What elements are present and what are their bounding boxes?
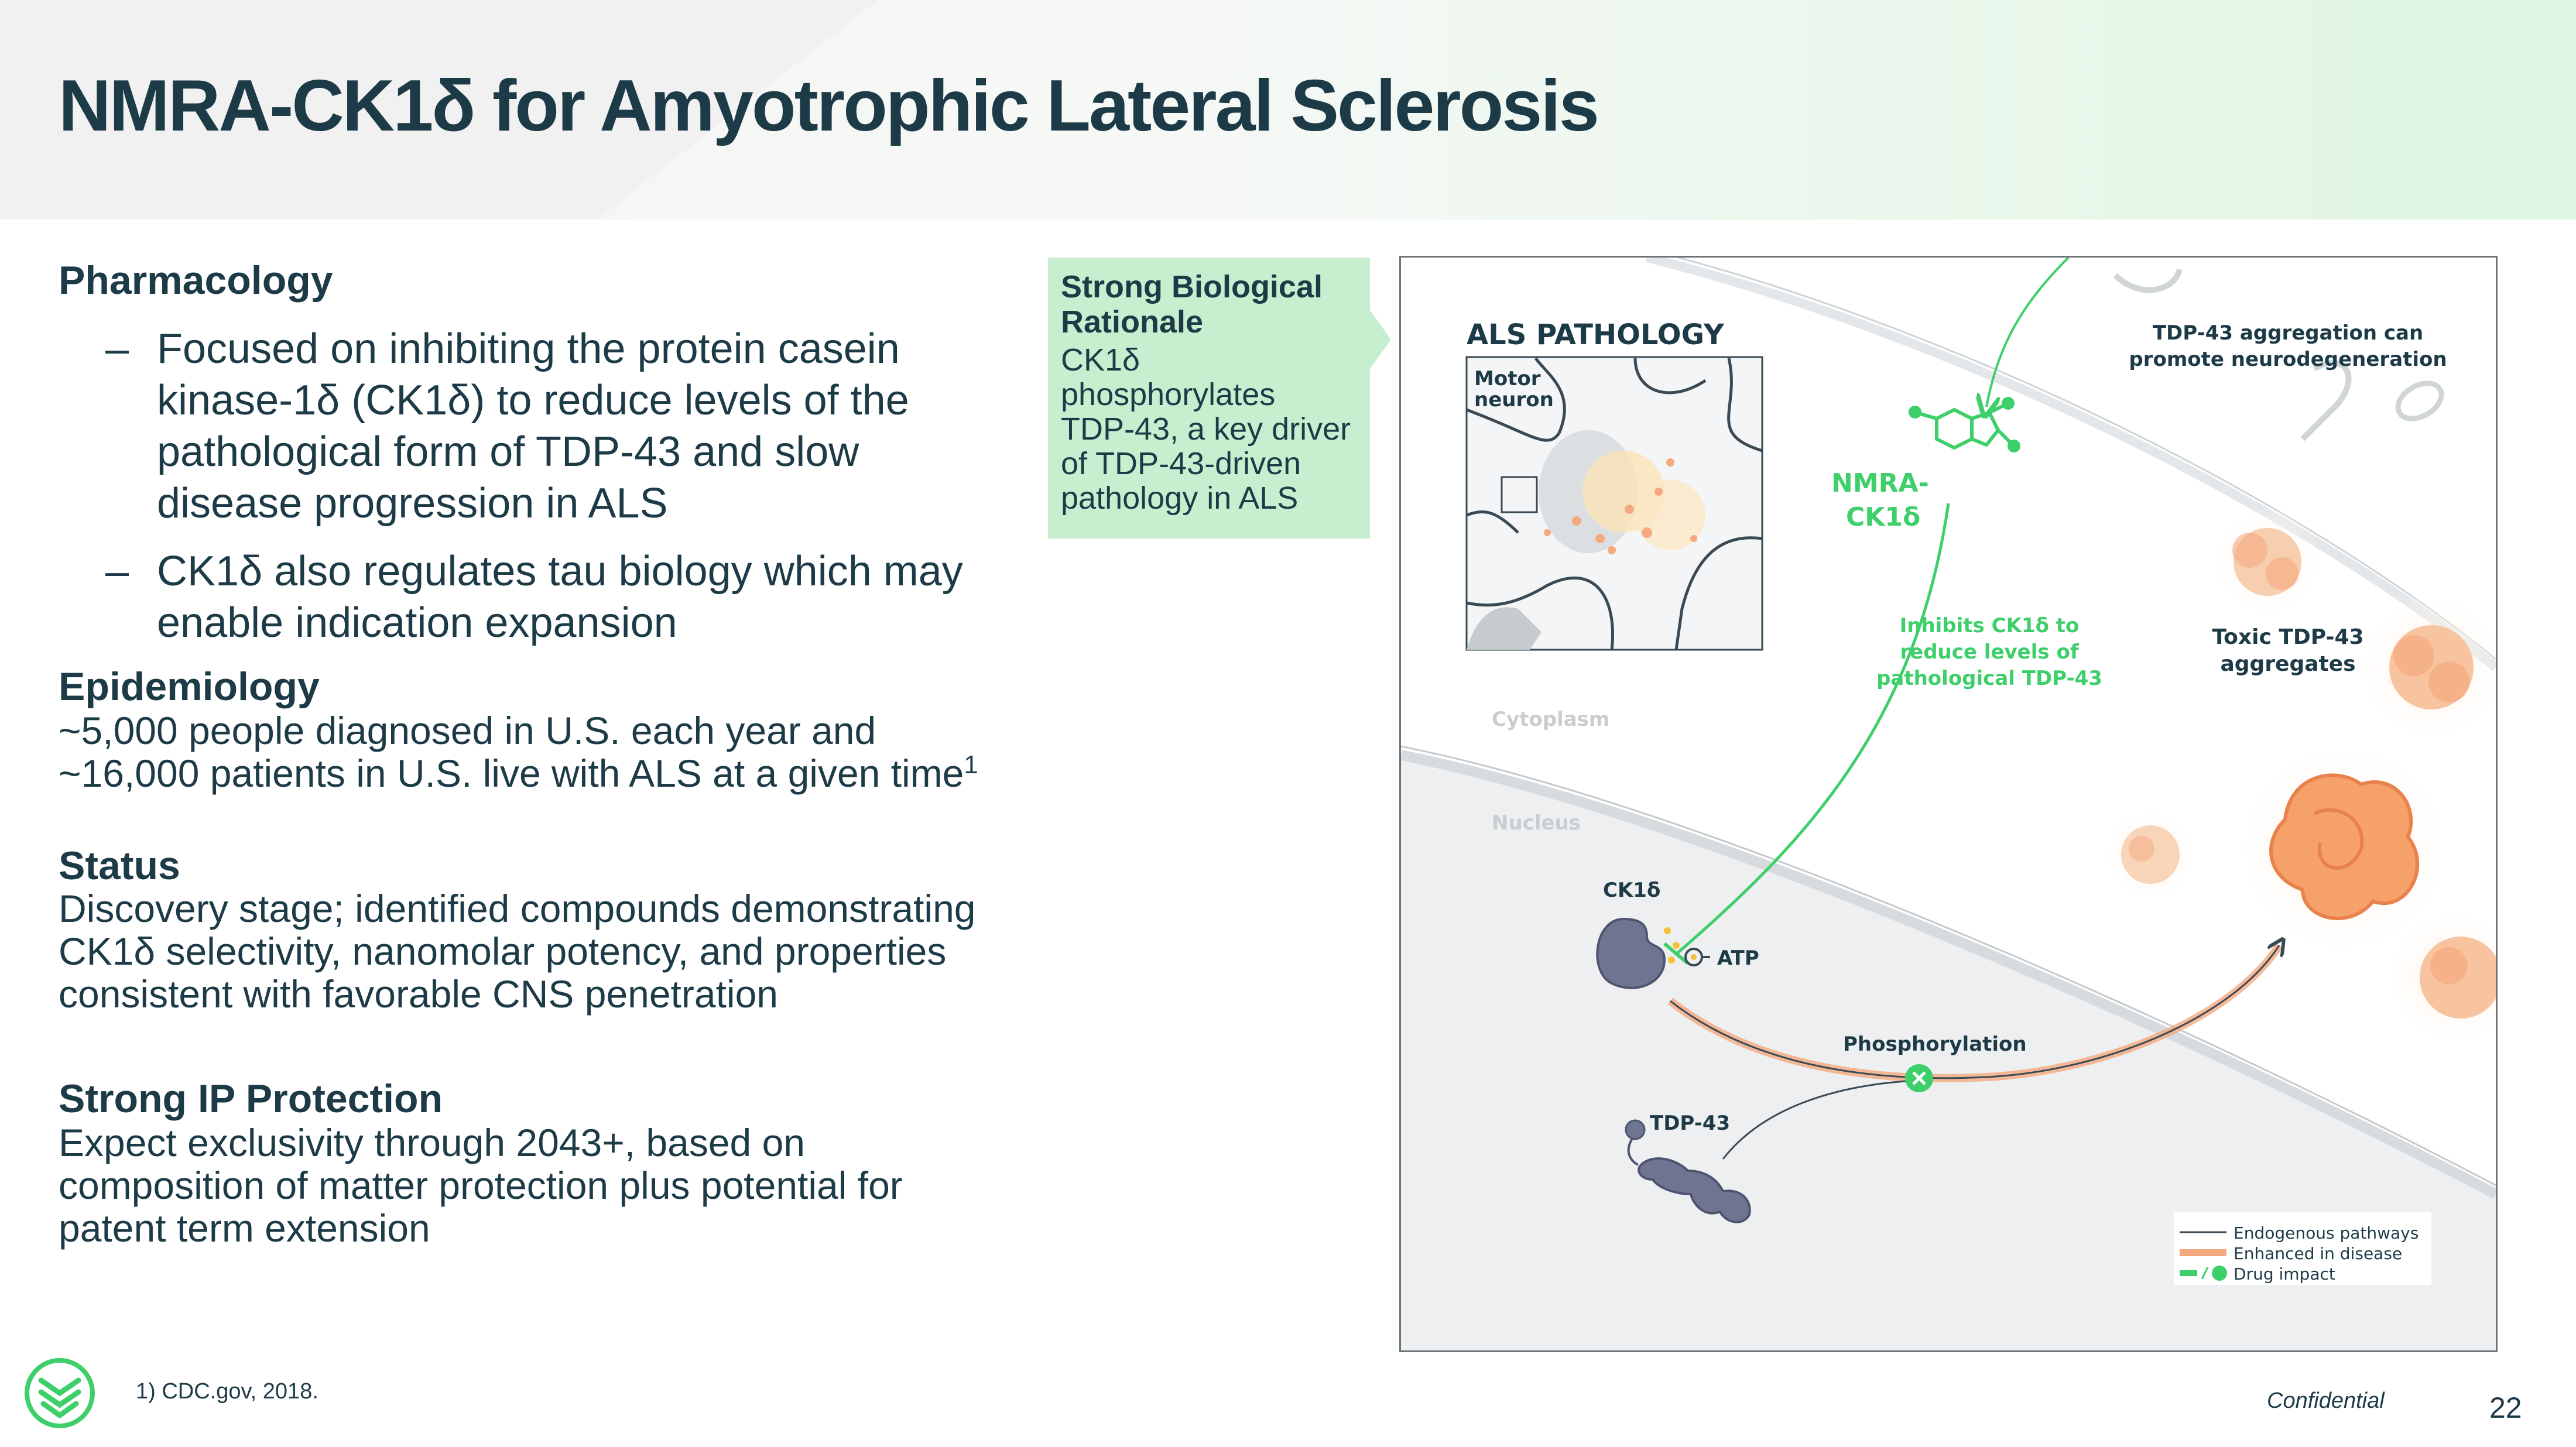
status-heading: Status (59, 843, 180, 888)
bullet-dash: – (105, 325, 129, 372)
callout-body-line: CK1δ (1061, 342, 1140, 378)
cell-membrane (1646, 258, 2496, 671)
drug-effect-text: reduce levels of (1900, 640, 2079, 664)
drug-label: NMRA- (1831, 468, 1929, 498)
tdp43-aggregates (2104, 506, 2496, 1048)
als-pathology-title: ALS PATHOLOGY (1467, 318, 1725, 351)
toxic-aggregates-label: aggregates (2220, 652, 2355, 676)
legend-label: Endogenous pathways (2234, 1223, 2419, 1243)
legend-label: Enhanced in disease (2234, 1244, 2402, 1263)
callout-body-line: pathology in ALS (1061, 481, 1299, 516)
ck1d-label: CK1δ (1603, 879, 1660, 902)
page-number: 22 (2489, 1391, 2522, 1424)
epidemiology-line: ~16,000 patients in U.S. live with ALS a… (59, 752, 964, 795)
pharmacology-heading: Pharmacology (59, 258, 333, 303)
callout-title-line: Rationale (1061, 304, 1204, 340)
pathway-diagram: ALS PATHOLOGY Motor neuron (1401, 258, 2496, 1350)
callout-body: CK1δ phosphorylates TDP-43, a key driver… (1061, 343, 1357, 516)
confidential-label: Confidential (2267, 1388, 2385, 1413)
drug-effect-text: pathological TDP-43 (1876, 667, 2102, 690)
legend: Endogenous pathways Enhanced in disease … (2174, 1212, 2431, 1285)
nucleus-label: Nucleus (1492, 811, 1581, 835)
nuclear-membrane (1401, 750, 2496, 1199)
phosphorylation-pathway (1670, 945, 2279, 1079)
tdp43-pathway (1722, 1079, 1928, 1160)
footnote: 1) CDC.gov, 2018. (136, 1379, 318, 1404)
toxic-aggregates-label: Toxic TDP-43 (2212, 625, 2363, 649)
rationale-callout: Strong Biological Rationale CK1δ phospho… (1048, 258, 1370, 539)
tdp43-protein (1625, 1119, 1751, 1223)
company-logo-icon (25, 1358, 95, 1428)
footnote-marker: 1 (964, 750, 978, 779)
aggregation-note: promote neurodegeneration (2129, 348, 2447, 371)
cytoplasm-label: Cytoplasm (1492, 708, 1609, 731)
bullet-line: disease progression in ALS (157, 480, 668, 527)
ip-line: patent term extension (59, 1206, 430, 1250)
callout-body-line: TDP-43, a key driver (1061, 412, 1351, 447)
slide-title: NMRA-CK1δ for Amyotrophic Lateral Sclero… (59, 66, 1599, 146)
bullet-line: Focused on inhibiting the protein casein (157, 325, 900, 372)
bullet-line: kinase-1δ (CK1δ) to reduce levels of the (157, 377, 909, 424)
ip-heading: Strong IP Protection (59, 1076, 443, 1121)
nmra-ck1d-molecule (1909, 397, 2020, 452)
status-line: CK1δ selectivity, nanomolar potency, and… (59, 930, 947, 973)
motor-neuron-label: neuron (1474, 388, 1554, 412)
drug-effect-text: Inhibits CK1δ to (1900, 614, 2080, 637)
epidemiology-text: ~5,000 people diagnosed in U.S. each yea… (59, 709, 978, 795)
bullet-line: CK1δ also regulates tau biology which ma… (157, 548, 963, 595)
phosphorylation-label: Phosphorylation (1843, 1033, 2027, 1056)
callout-title: Strong Biological Rationale (1061, 269, 1357, 340)
atp-label: ATP (1717, 947, 1759, 970)
drug-block-icon (1905, 1064, 1933, 1092)
callout-title-line: Strong Biological (1061, 269, 1323, 304)
status-text: Discovery stage; identified compounds de… (59, 887, 976, 1016)
als-pathology-figure: ALS PATHOLOGY Motor neuron (1399, 256, 2498, 1352)
callout-body-line: phosphorylates (1061, 377, 1276, 412)
nucleus-region (1401, 755, 2496, 1350)
callout-body-line: of TDP-43-driven (1061, 446, 1301, 481)
ck1d-protein (1596, 917, 1710, 989)
header-band (0, 0, 2576, 220)
callout-pointer (1370, 310, 1391, 369)
bullet-dash: – (105, 548, 129, 595)
bullet-line: pathological form of TDP-43 and slow (157, 428, 859, 475)
status-line: Discovery stage; identified compounds de… (59, 887, 976, 930)
ip-line: composition of matter protection plus po… (59, 1164, 903, 1207)
drug-entry-arrow (1986, 258, 2070, 407)
legend-label: Drug impact (2234, 1264, 2335, 1284)
drug-label: CK1δ (1846, 502, 1920, 532)
motor-neuron-label: Motor (1474, 367, 1541, 390)
epidemiology-heading: Epidemiology (59, 664, 320, 709)
ip-line: Expect exclusivity through 2043+, based … (59, 1121, 805, 1164)
motor-neuron-inset: Motor neuron (1465, 356, 1763, 651)
tdp43-label: TDP-43 (1650, 1112, 1730, 1135)
bullet-line: enable indication expansion (157, 599, 677, 646)
status-line: consistent with favorable CNS penetratio… (59, 972, 778, 1016)
drug-inhibition-line (1675, 503, 1950, 955)
ip-text: Expect exclusivity through 2043+, based … (59, 1122, 903, 1250)
organelle-shape (2113, 268, 2183, 293)
aggregation-note: TDP-43 aggregation can (2153, 321, 2423, 345)
epidemiology-line: ~5,000 people diagnosed in U.S. each yea… (59, 709, 876, 752)
